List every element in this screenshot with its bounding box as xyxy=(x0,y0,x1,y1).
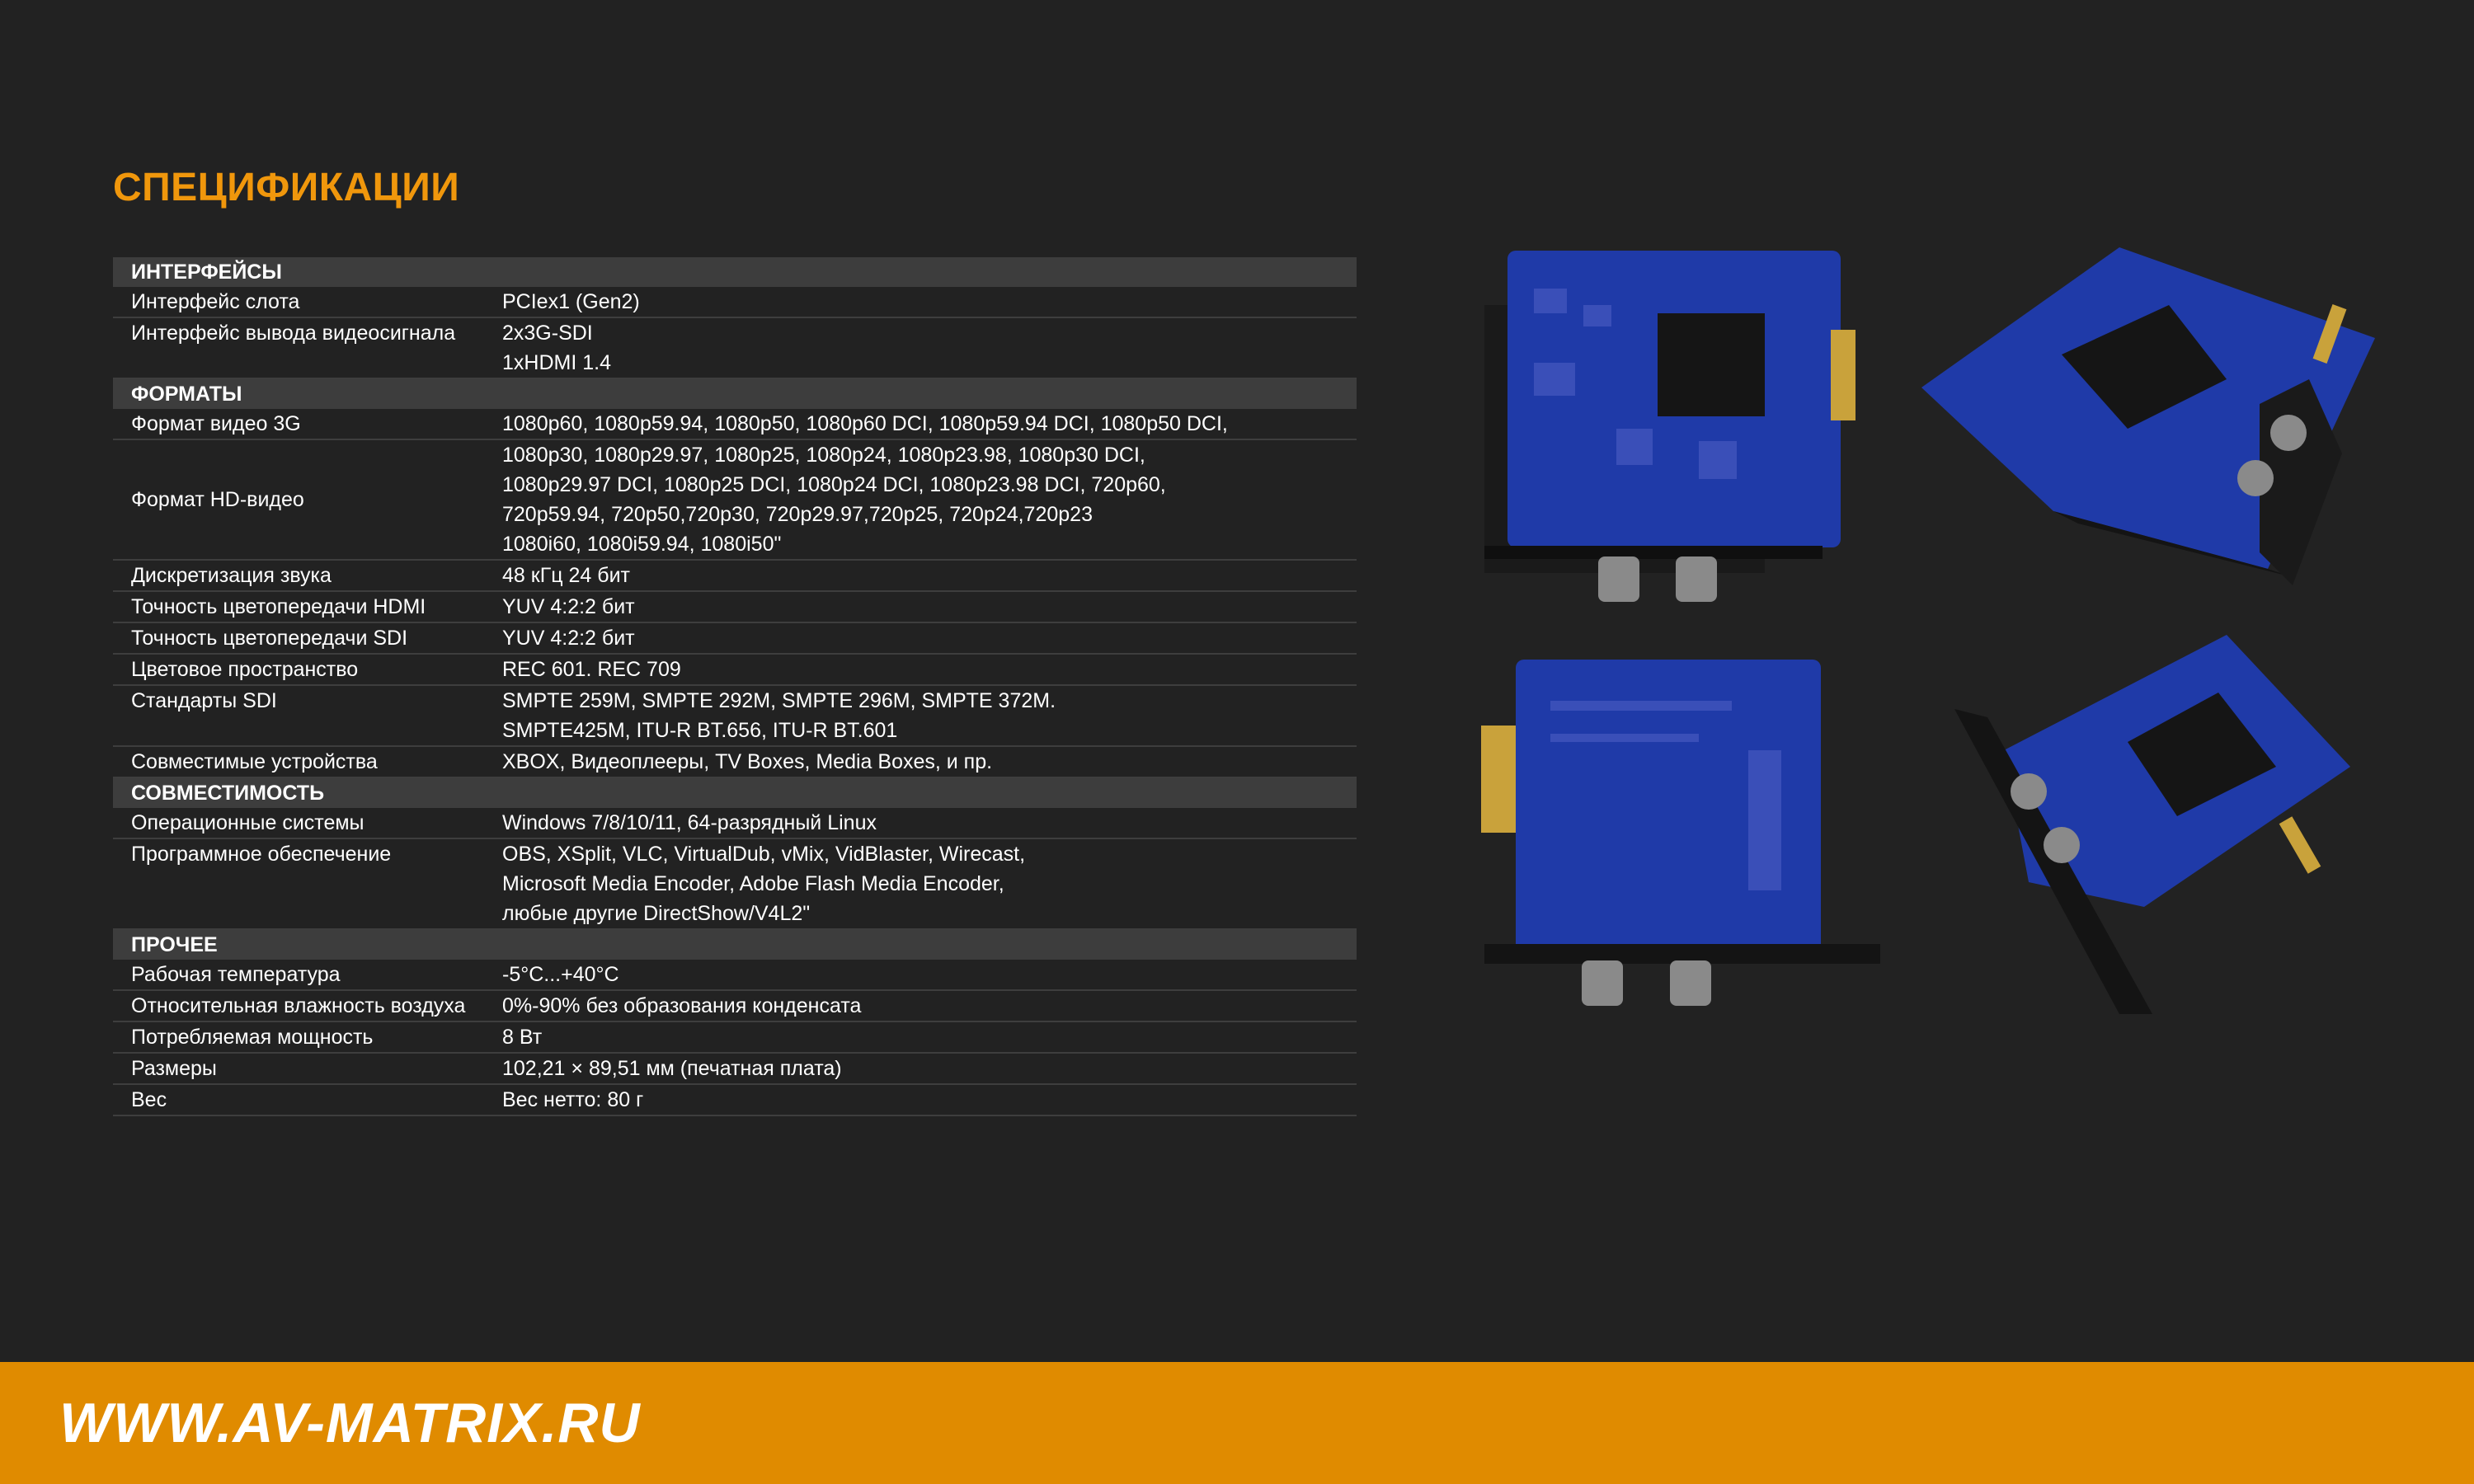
spec-label: Точность цветопередачи HDMI xyxy=(131,595,426,618)
spec-label: Относительная влажность воздуха xyxy=(131,994,466,1017)
spec-label: Размеры xyxy=(131,1057,217,1080)
spec-label: Операционные системы xyxy=(131,811,365,834)
section-header-interfaces: ИНТЕРФЕЙСЫ xyxy=(113,257,1357,287)
spec-value-line: 8 Вт xyxy=(502,1026,543,1049)
spec-label: Интерфейс вывода видеосигнала xyxy=(131,322,456,345)
bnc-connectors xyxy=(2237,415,2307,496)
section-header-formats: ФОРМАТЫ xyxy=(113,379,1357,409)
spec-value: 1080p60, 1080p59.94, 1080p50, 1080p60 DC… xyxy=(502,409,1357,439)
page-title: СПЕЦИФИКАЦИИ xyxy=(113,166,460,209)
spec-value-line: YUV 4:2:2 бит xyxy=(502,595,635,618)
spec-value: REC 601. REC 709 xyxy=(502,655,1357,684)
spec-value: 48 кГц 24 бит xyxy=(502,561,1357,590)
spec-row: Интерфейс вывода видеосигнала 2x3G-SDI 1xH… xyxy=(113,318,1357,379)
spec-value: PCIex1 (Gen2) xyxy=(502,287,1357,317)
spec-value: Вес нетто: 80 г xyxy=(502,1085,1357,1115)
spec-value: YUV 4:2:2 бит xyxy=(502,623,1357,653)
spec-value-line: OBS, XSplit, VLC, VirtualDub, vMix, VidB… xyxy=(502,843,1026,866)
spec-value-line: Microsoft Media Encoder, Adobe Flash Med… xyxy=(502,872,1004,895)
board-photo-angle-top xyxy=(1921,247,2375,585)
spec-label: Точность цветопередачи SDI xyxy=(131,627,408,650)
spec-value: SMPTE 259M, SMPTE 292M, SMPTE 296M, SMPT… xyxy=(502,686,1357,745)
spec-value-line: 48 кГц 24 бит xyxy=(502,564,630,587)
spec-row: Программное обеспечение OBS, XSplit, VLC,… xyxy=(113,839,1357,930)
spec-value-line: YUV 4:2:2 бит xyxy=(502,627,635,650)
spec-label: Потребляемая мощность xyxy=(131,1026,374,1049)
spec-label: Формат HD-видео xyxy=(131,488,304,511)
spec-label: Стандарты SDI xyxy=(131,689,277,712)
spec-value: Windows 7/8/10/11, 64-разрядный Linux xyxy=(502,808,1357,838)
section-header-other: ПРОЧЕЕ xyxy=(113,930,1357,960)
bnc-connectors xyxy=(1598,556,1717,602)
spec-label: Рабочая температура xyxy=(131,963,341,986)
board-photo-front xyxy=(1484,251,1856,602)
spec-label: Вес xyxy=(131,1088,167,1111)
spec-row: Точность цветопередачи HDMI YUV 4:2:2 бит xyxy=(113,592,1357,623)
spec-row: Относительная влажность воздуха 0%-90% бе… xyxy=(113,991,1357,1022)
spec-value-line: Вес нетто: 80 г xyxy=(502,1088,644,1111)
spec-row: Формат видео 3G 1080p60, 1080p59.94, 1080… xyxy=(113,409,1357,440)
product-photos xyxy=(1435,239,2383,1031)
spec-row: Рабочая температура -5°C...+40°C xyxy=(113,960,1357,991)
spec-row: Совместимые устройства XBOX, Видеоплееры,… xyxy=(113,747,1357,778)
spec-row: Потребляемая мощность 8 Вт xyxy=(113,1022,1357,1054)
spec-value-line: 1080p60, 1080p59.94, 1080p50, 1080p60 DC… xyxy=(502,412,1228,435)
spec-value-line: SMPTE425M, ITU-R BT.656, ITU-R BT.601 xyxy=(502,719,898,742)
spec-row: Вес Вес нетто: 80 г xyxy=(113,1085,1357,1116)
spec-row: Интерфейс слота PCIex1 (Gen2) xyxy=(113,287,1357,318)
section-rows-formats: Формат видео 3G 1080p60, 1080p59.94, 1080… xyxy=(113,409,1357,778)
section-rows-compat: Операционные системы Windows 7/8/10/11, 6… xyxy=(113,808,1357,930)
spec-value: 8 Вт xyxy=(502,1022,1357,1052)
spec-value-line: 1080i60, 1080i59.94, 1080i50" xyxy=(502,533,782,556)
section-rows-interfaces: Интерфейс слота PCIex1 (Gen2) Интерфейс вы… xyxy=(113,287,1357,379)
spec-value-line: 720p59.94, 720p50,720p30, 720p29.97,720p… xyxy=(502,503,1093,526)
spec-row: Цветовое пространство REC 601. REC 709 xyxy=(113,655,1357,686)
spec-row: Операционные системы Windows 7/8/10/11, 6… xyxy=(113,808,1357,839)
bnc-connectors xyxy=(1582,960,1711,1006)
spec-value-line: 102,21 × 89,51 мм (печатная плата) xyxy=(502,1057,842,1080)
bracket xyxy=(1954,709,2152,1014)
spec-value-line: PCIex1 (Gen2) xyxy=(502,290,640,313)
spec-value: -5°C...+40°C xyxy=(502,960,1357,989)
spec-value: XBOX, Видеоплееры, TV Boxes, Media Boxes… xyxy=(502,747,1357,777)
footer-bar: WWW.AV-MATRIX.RU xyxy=(0,1362,2474,1484)
spec-row: Стандарты SDI SMPTE 259M, SMPTE 292M, SMP… xyxy=(113,686,1357,747)
board-photo-back xyxy=(1481,660,1880,1006)
spec-value-line: 1080p29.97 DCI, 1080p25 DCI, 1080p24 DCI… xyxy=(502,473,1166,496)
section-rows-other: Рабочая температура -5°C...+40°C Относител… xyxy=(113,960,1357,1116)
spec-label: Программное обеспечение xyxy=(131,843,392,866)
spec-label: Цветовое пространство xyxy=(131,658,359,681)
spec-row: Размеры 102,21 × 89,51 мм (печатная плата… xyxy=(113,1054,1357,1085)
spec-value-line: 1xHDMI 1.4 xyxy=(502,351,611,374)
board-photo-angle-bottom xyxy=(1954,635,2350,1014)
spec-value: 1080p30, 1080p29.97, 1080p25, 1080p24, 1… xyxy=(502,440,1357,559)
spec-value-line: любые другие DirectShow/V4L2" xyxy=(502,902,811,925)
spec-value-line: XBOX, Видеоплееры, TV Boxes, Media Boxes… xyxy=(502,750,993,773)
spec-value-line: SMPTE 259M, SMPTE 292M, SMPTE 296M, SMPT… xyxy=(502,689,1056,712)
spec-label: Совместимые устройства xyxy=(131,750,378,773)
spec-value: 0%-90% без образования конденсата xyxy=(502,991,1357,1021)
spec-value: 2x3G-SDI 1xHDMI 1.4 xyxy=(502,318,1357,378)
spec-row: Точность цветопередачи SDI YUV 4:2:2 бит xyxy=(113,623,1357,655)
footer-url: WWW.AV-MATRIX.RU xyxy=(59,1392,641,1454)
section-header-compat: СОВМЕСТИМОСТЬ xyxy=(113,778,1357,808)
spec-value: 102,21 × 89,51 мм (печатная плата) xyxy=(502,1054,1357,1083)
spec-value-line: 2x3G-SDI xyxy=(502,322,593,345)
spec-row: Дискретизация звука 48 кГц 24 бит xyxy=(113,561,1357,592)
spec-row: Формат HD-видео 1080p30, 1080p29.97, 1080… xyxy=(113,440,1357,561)
spec-value-line: REC 601. REC 709 xyxy=(502,658,681,681)
spec-value: YUV 4:2:2 бит xyxy=(502,592,1357,622)
spec-value: OBS, XSplit, VLC, VirtualDub, vMix, VidB… xyxy=(502,839,1357,928)
spec-label: Формат видео 3G xyxy=(131,412,301,435)
spec-label: Дискретизация звука xyxy=(131,564,332,587)
spec-value-line: 0%-90% без образования конденсата xyxy=(502,994,862,1017)
spec-value-line: -5°C...+40°C xyxy=(502,963,619,986)
spec-value-line: Windows 7/8/10/11, 64-разрядный Linux xyxy=(502,811,877,834)
bnc-connectors xyxy=(2011,773,2080,863)
spec-label: Интерфейс слота xyxy=(131,290,300,313)
spec-value-line: 1080p30, 1080p29.97, 1080p25, 1080p24, 1… xyxy=(502,444,1145,467)
